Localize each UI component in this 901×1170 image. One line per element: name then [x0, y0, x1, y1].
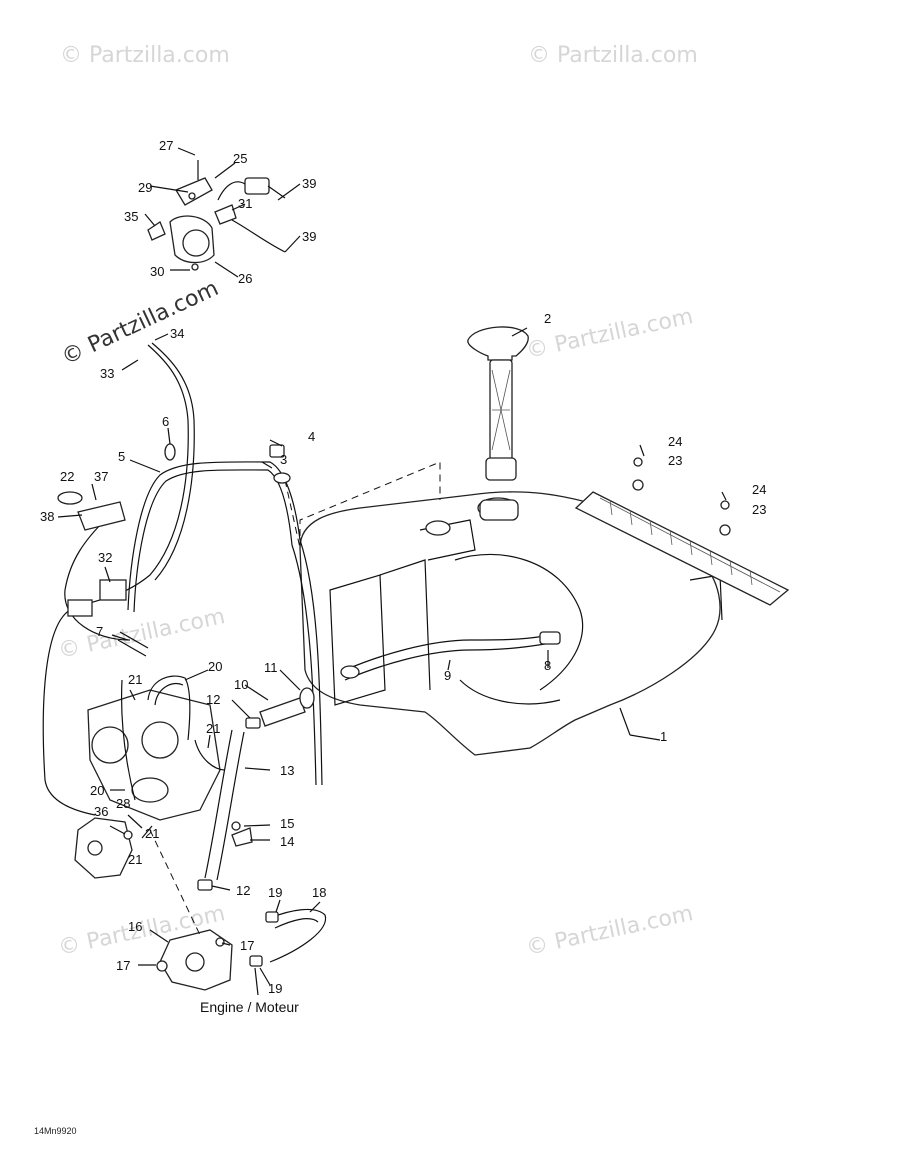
watermark: © Partzilla.com [58, 276, 222, 370]
callout-11: 11 [264, 660, 278, 675]
callout-1: 1 [660, 729, 667, 744]
callout-27: 27 [159, 138, 173, 153]
callout-34: 34 [170, 326, 184, 341]
callout-21d: 21 [145, 826, 159, 841]
callout-23a: 23 [668, 453, 682, 468]
callout-32: 32 [98, 550, 112, 565]
callout-9: 9 [444, 668, 451, 683]
sensor-group [147, 160, 286, 271]
callout-21b: 21 [206, 721, 220, 736]
callouts: 1 2 3 4 5 6 7 8 9 10 11 12 12 13 14 15 1… [40, 138, 766, 996]
callout-33: 33 [100, 366, 114, 381]
vent-hose [340, 631, 561, 681]
callout-21a: 21 [128, 672, 142, 687]
callout-7: 7 [96, 624, 103, 639]
callout-39a: 39 [302, 176, 316, 191]
callout-5: 5 [118, 449, 125, 464]
callout-10: 10 [234, 677, 248, 692]
callout-13: 13 [280, 763, 294, 778]
carburetor-assembly [87, 675, 226, 821]
callout-12b: 12 [236, 883, 250, 898]
callout-31: 31 [238, 196, 252, 211]
wiring-harness [42, 342, 195, 816]
engine-label: Engine / Moteur [200, 999, 299, 1015]
callout-12: 12 [206, 692, 220, 707]
callout-19b: 19 [268, 981, 282, 996]
callout-39b: 39 [302, 229, 316, 244]
callout-19a: 19 [268, 885, 282, 900]
fuel-line [127, 443, 323, 786]
fuel-tank [284, 461, 723, 756]
pump-bracket [74, 817, 133, 879]
callout-6: 6 [162, 414, 169, 429]
watermark: © Partzilla.com [60, 43, 230, 68]
callout-20b: 20 [90, 783, 104, 798]
mounting-rail [574, 457, 790, 606]
callout-8: 8 [544, 658, 551, 673]
callout-20a: 20 [208, 659, 222, 674]
fuel-gauge-cap [467, 326, 529, 481]
watermark: © Partzilla.com [524, 901, 695, 961]
callout-17b: 17 [116, 958, 130, 973]
callout-30: 30 [150, 264, 164, 279]
callout-38: 38 [40, 509, 54, 524]
callout-4: 4 [308, 429, 315, 444]
callout-21c: 21 [128, 852, 142, 867]
callout-28: 28 [116, 796, 130, 811]
callout-15: 15 [280, 816, 294, 831]
callout-37: 37 [94, 469, 108, 484]
callout-3: 3 [280, 452, 287, 467]
callout-36: 36 [94, 804, 108, 819]
callout-18: 18 [312, 885, 326, 900]
fuel-pump [149, 829, 327, 996]
callout-14: 14 [280, 834, 294, 849]
callout-25: 25 [233, 151, 247, 166]
callout-24a: 24 [668, 434, 682, 449]
callout-35: 35 [124, 209, 138, 224]
callout-29: 29 [138, 180, 152, 195]
leader-lines [57, 147, 727, 986]
callout-23b: 23 [752, 502, 766, 517]
watermark: © Partzilla.com [528, 43, 698, 68]
fuel-hose-13 [197, 687, 315, 891]
callout-16: 16 [128, 919, 142, 934]
diagram-code: 14Mn9920 [34, 1126, 77, 1136]
callout-17a: 17 [240, 938, 254, 953]
callout-22: 22 [60, 469, 74, 484]
callout-2: 2 [544, 311, 551, 326]
callout-24b: 24 [752, 482, 766, 497]
callout-26: 26 [238, 271, 252, 286]
